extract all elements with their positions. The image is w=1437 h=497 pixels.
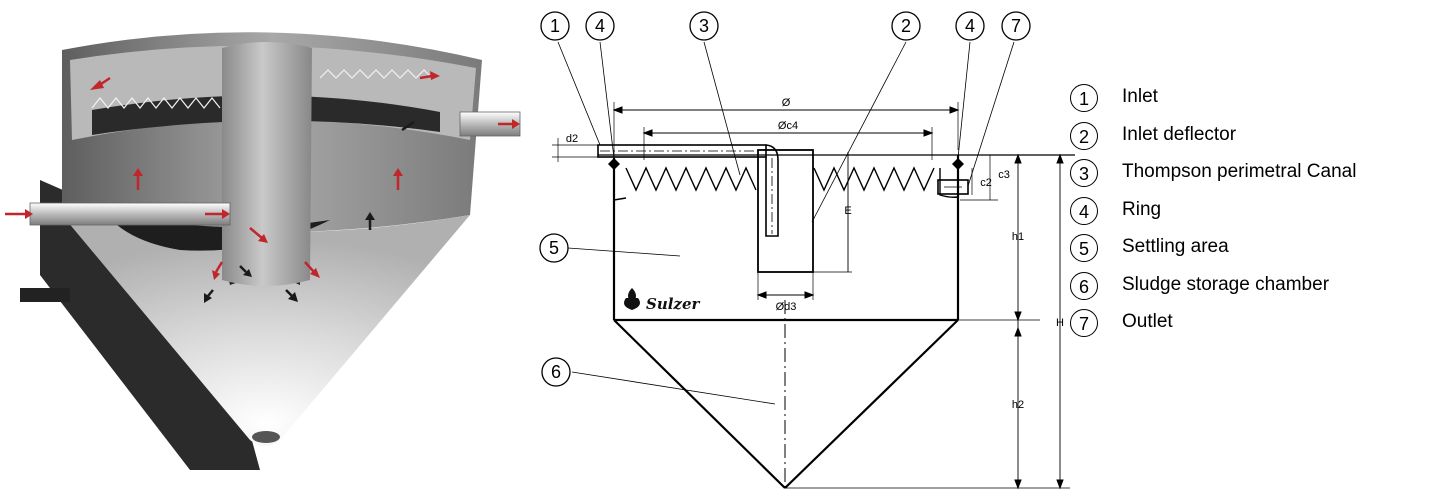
legend-number: 2 <box>1070 121 1098 150</box>
dim-diameter: Ø <box>782 97 791 109</box>
callout-circle-3 <box>689 11 719 41</box>
legend-item-thompson-canal: 3 Thompson perimetral Canal <box>1070 159 1430 197</box>
callout-num-2: 2 <box>901 16 911 36</box>
dim-c3: c3 <box>998 169 1010 181</box>
cutaway-3d-illustration <box>5 32 521 470</box>
legend-label: Settling area <box>1122 236 1229 257</box>
callout-circle-2 <box>891 11 921 41</box>
legend-item-outlet: 7 Outlet <box>1070 309 1430 347</box>
dim-diameter-c4: Øc4 <box>778 120 798 132</box>
callout-circle-4b <box>955 11 985 41</box>
legend-label: Inlet deflector <box>1122 123 1237 145</box>
legend-item-settling-area: 5 Settling area <box>1070 234 1430 272</box>
callout-num-3: 3 <box>699 16 709 36</box>
sulzer-logo-text: Sulzer <box>646 295 700 313</box>
dim-diameter-d3: Ød3 <box>776 301 797 313</box>
legend-number: 3 <box>1070 159 1098 187</box>
legend-number: 5 <box>1070 234 1098 262</box>
callout-circle-7 <box>1001 11 1031 41</box>
callout-num-6: 6 <box>551 362 561 382</box>
callout-circle-6 <box>541 357 571 387</box>
callout-num-5: 5 <box>549 238 559 258</box>
callout-circle-4a <box>585 11 615 41</box>
dim-c2: c2 <box>980 177 992 189</box>
engineering-drawing <box>539 11 1075 492</box>
legend-item-inlet-deflector: 2 Inlet deflector <box>1070 121 1430 160</box>
callout-num-7: 7 <box>1011 16 1021 36</box>
callout-circle-5 <box>539 233 569 263</box>
legend-item-inlet: 1 Inlet <box>1070 84 1430 122</box>
callout-num-4a: 4 <box>595 16 605 36</box>
legend-label: Thompson perimetral Canal <box>1122 161 1357 182</box>
callout-circle-1 <box>540 11 570 41</box>
dim-h2: h2 <box>1012 399 1024 411</box>
legend-number: 6 <box>1070 271 1098 300</box>
legend: 1 Inlet 2 Inlet deflector 3 Thompson per… <box>1070 84 1430 347</box>
sulzer-logo: Sulzer <box>624 288 700 313</box>
callout-num-1: 1 <box>550 16 560 36</box>
legend-number: 1 <box>1070 84 1098 112</box>
dim-E: E <box>844 205 851 217</box>
legend-item-ring: 4 Ring <box>1070 196 1430 235</box>
legend-label: Outlet <box>1122 311 1173 332</box>
legend-label: Sludge storage chamber <box>1122 273 1330 295</box>
legend-item-sludge-chamber: 6 Sludge storage chamber <box>1070 271 1430 310</box>
callout-num-4b: 4 <box>965 16 975 36</box>
legend-number: 7 <box>1070 309 1098 337</box>
legend-label: Ring <box>1122 198 1162 220</box>
dim-H: H <box>1056 317 1064 329</box>
legend-number: 4 <box>1070 196 1098 225</box>
dim-d2: d2 <box>566 133 578 145</box>
dim-h1: h1 <box>1012 231 1024 243</box>
legend-label: Inlet <box>1122 86 1158 107</box>
